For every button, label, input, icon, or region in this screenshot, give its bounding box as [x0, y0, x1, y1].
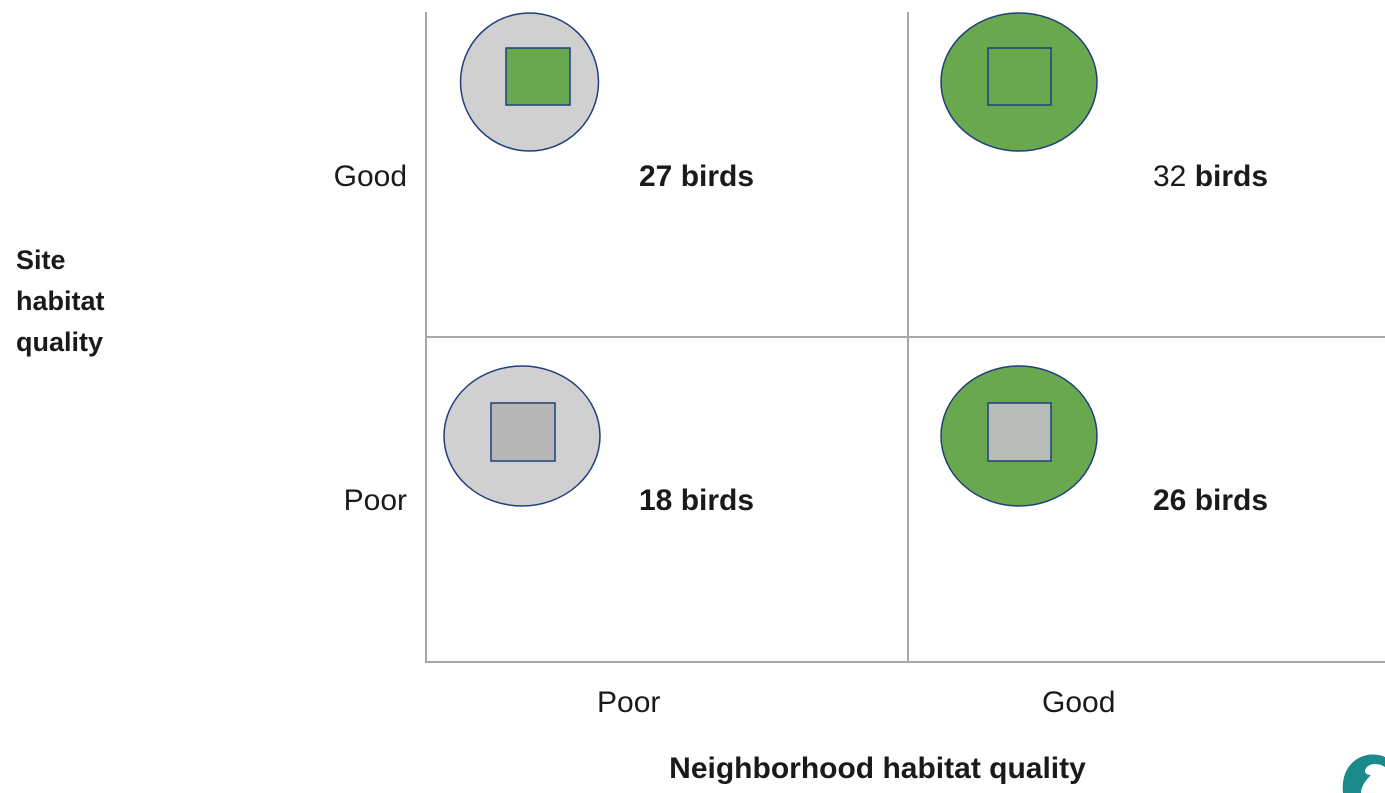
col-label-poor: Poor — [597, 686, 661, 719]
count-value: 26 — [1153, 484, 1187, 517]
count-value: 27 — [639, 160, 673, 193]
site-neighborhood-icon-poor-poor — [443, 365, 601, 507]
bird-count-poor-good: 26 birds — [1153, 484, 1268, 518]
col-label-good: Good — [1042, 686, 1116, 719]
y-axis-title: Site habitat quality — [16, 245, 105, 357]
count-unit: birds — [1194, 160, 1269, 193]
site-square — [490, 402, 556, 462]
count-value: 18 — [639, 484, 673, 517]
bird-count-good-good: 32 birds — [1153, 160, 1268, 194]
count-value: 32 — [1153, 160, 1187, 193]
count-unit: birds — [1194, 484, 1269, 517]
count-unit: birds — [680, 484, 755, 517]
row-label-good: Good — [333, 160, 407, 193]
count-unit: birds — [680, 160, 755, 193]
grid-center-horizontal — [425, 336, 1385, 338]
row-label-poor: Poor — [343, 484, 407, 517]
grid-bottom-axis — [425, 661, 1385, 663]
site-square — [987, 47, 1052, 106]
site-neighborhood-icon-good-good — [940, 12, 1098, 152]
site-square — [987, 402, 1052, 462]
site-square — [505, 47, 571, 106]
wave-logo-shape — [1342, 754, 1385, 793]
site-neighborhood-icon-poor-good — [940, 365, 1098, 507]
wave-logo-icon — [1342, 754, 1385, 793]
bird-count-poor-poor: 18 birds — [639, 484, 754, 518]
bird-count-good-poor: 27 birds — [639, 160, 754, 194]
x-axis-title: Neighborhood habitat quality — [669, 752, 1086, 785]
site-neighborhood-icon-good-poor — [459, 12, 600, 152]
